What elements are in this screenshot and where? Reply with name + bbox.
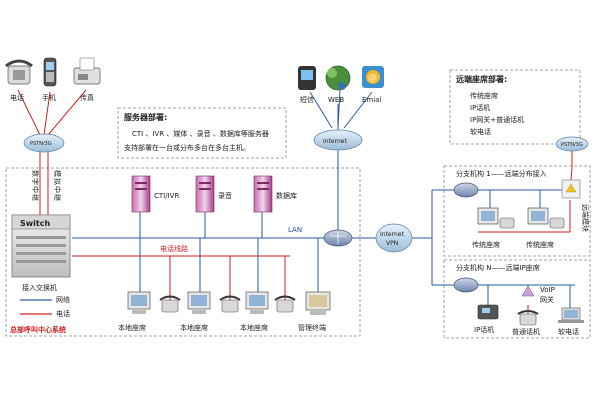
local-agent-label-3: 本地座席 [240,323,268,332]
management-terminal-icon [305,291,331,315]
fax-label: 传真 [80,93,94,102]
recording-server-icon [195,175,215,213]
fax-icon [73,57,101,85]
email-icon: @ [362,66,384,88]
legend-phone-label: 电话 [56,309,70,318]
normal-phone-label: 普通话机 [512,327,540,336]
branchN-router-icon [453,277,479,293]
remote-note-frame [449,69,581,145]
remote-module-icon [561,179,581,199]
ip-phone-icon [477,304,499,320]
switch-icon [11,214,71,278]
phone-line-label: 电话线路 [160,244,188,253]
internet-vpn-line1: Internet [380,231,404,238]
remote-module-label: 远端模块 [581,204,590,232]
analog-trunk-label: 模拟中继 [53,170,62,202]
ip-phone-label: IP话机 [474,325,494,334]
pstn-cloud-icon [23,133,65,153]
branchN-frame [443,259,591,339]
lan-label: LAN [288,226,302,234]
switch-label: 接入交换机 [22,283,57,292]
branch1-seat2-phone-icon [549,217,565,229]
web-label: WEB [328,96,344,104]
internet-vpn-cloud-icon [375,223,413,253]
softphone-label: 软电话 [558,327,579,336]
hq-frame [5,167,361,337]
internet-vpn-line2: VPN [386,240,398,247]
local-agent-pc-icon-3 [245,291,269,314]
branch1-seat2-label: 传统座席 [526,240,554,249]
globe-icon [325,65,351,91]
hq-router-icon [323,229,353,247]
legend-network-label: 网络 [56,295,70,304]
email-label: Emial [362,96,381,104]
branch1-title: 分支机构 1——远端分布接入 [456,169,547,178]
local-agent-pc-icon-1 [127,291,151,314]
branch1-frame [443,165,591,257]
normal-phone-icon [517,310,539,326]
cti-ivr-label: CTI/IVR [154,192,179,200]
local-agent-phone-icon-1 [159,295,181,313]
voip-gateway-icon [521,285,535,297]
local-agent-pc-icon-2 [187,291,211,314]
softphone-laptop-icon [558,307,584,323]
branch1-seat2-pc-icon [527,207,549,225]
server-note-line1: CTI 、IVR 、媒体 、录音 、数据库等服务器 [132,129,269,138]
local-agent-phone-icon-3 [274,295,296,313]
mobile-phone-icon [43,57,57,87]
branch1-seat1-pc-icon [477,207,499,225]
branch1-pstn-label: PSTN/3G [561,142,583,148]
management-terminal-label: 管理终端 [298,323,326,332]
voip-label: VoIP [540,286,555,294]
local-agent-label-1: 本地座席 [118,323,146,332]
database-label: 数据库 [276,191,297,200]
internet-cloud-icon [313,129,363,151]
pstn-top-label: PSTN/3G [30,141,52,147]
server-note-title: 服务器部署: [124,112,167,122]
remote-note-item-3: IP网关+普通话机 [470,115,524,124]
sms-icon [298,66,316,90]
server-note-line2: 支持部署在一台或分布多台在多台主机。 [124,143,250,152]
remote-note-title: 远端座席部署: [456,74,507,84]
recording-label: 录音 [218,191,232,200]
branch1-seat1-phone-icon [499,217,515,229]
remote-note-item-2: IP话机 [470,103,490,112]
gateway-label: 网关 [540,295,554,304]
remote-note-item-4: 软电话 [470,127,491,136]
switch-name: Switch [20,219,50,228]
local-agent-label-2: 本地座席 [180,323,208,332]
database-server-icon [253,175,273,213]
svg-text:@: @ [368,73,377,83]
internet-cloud-label: Internet [323,138,347,145]
server-note-frame [117,107,287,159]
cti-ivr-server-icon [131,175,151,213]
phone-label: 电话 [10,93,24,102]
telephone-icon [5,59,33,85]
sms-label: 短信 [300,95,314,104]
hq-system-label: 总部呼叫中心系统 [10,325,66,334]
mobile-label: 手机 [42,93,56,102]
digital-trunk-label: 数字中继 [31,170,40,202]
branch1-pstn-cloud-icon [555,136,589,152]
branchN-title: 分支机构 N——远端IP座席 [456,263,540,272]
branch1-router-icon [453,182,479,198]
remote-note-item-1: 传统座席 [470,91,498,100]
branch1-seat1-label: 传统座席 [472,240,500,249]
local-agent-phone-icon-2 [219,295,241,313]
